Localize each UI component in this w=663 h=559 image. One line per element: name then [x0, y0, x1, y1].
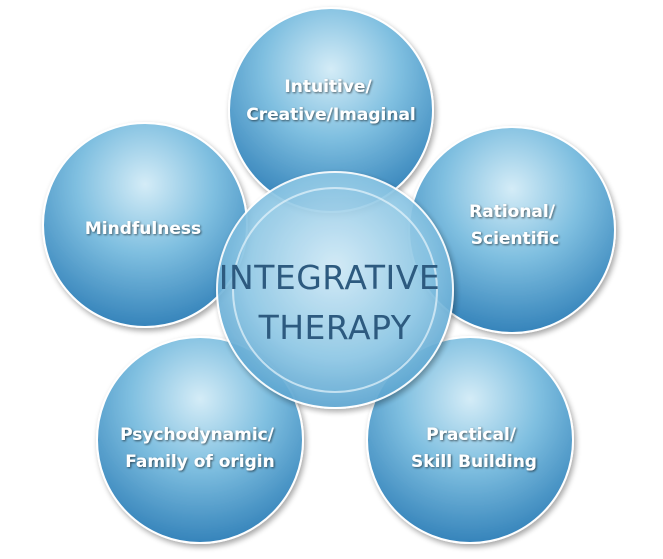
center-label-line-2: THERAPY: [258, 308, 412, 347]
petal-circles: [42, 7, 616, 544]
center-circle-group: [216, 171, 454, 409]
petal-circle-psychodynamic: [96, 336, 304, 544]
center-circle-inner-ring: [232, 187, 438, 393]
petal-label-rational: Rational/ Scientific: [469, 202, 561, 249]
petal-label-practical: Practical/ Skill Building: [411, 425, 537, 472]
petal-label-intuitive: Intuitive/ Creative/Imaginal: [246, 77, 416, 125]
petal-label-mindfulness: Mindfulness: [85, 219, 201, 239]
petal-label-rational-line-1: Rational/: [469, 202, 556, 222]
petal-label-psychodynamic: Psychodynamic/ Family of origin: [120, 425, 280, 472]
petal-label-psychodynamic-line-2: Family of origin: [125, 452, 274, 472]
center-circle-outer: [216, 171, 454, 409]
center-label-line-1: INTEGRATIVE: [219, 258, 440, 297]
petal-label-rational-line-2: Scientific: [471, 229, 559, 249]
petal-label-intuitive-line-2: Creative/Imaginal: [246, 105, 416, 125]
petal-circle-practical: [366, 336, 574, 544]
petal-label-mindfulness-line-1: Mindfulness: [85, 219, 201, 239]
petal-label-practical-line-2: Skill Building: [411, 452, 537, 472]
petal-labels: Intuitive/ Creative/Imaginal Rational/ S…: [85, 77, 561, 472]
petal-label-psychodynamic-line-1: Psychodynamic/: [120, 425, 275, 445]
petal-label-practical-line-1: Practical/: [426, 425, 517, 445]
center-label: INTEGRATIVE THERAPY: [219, 258, 451, 347]
petal-label-intuitive-line-1: Intuitive/: [284, 77, 372, 97]
